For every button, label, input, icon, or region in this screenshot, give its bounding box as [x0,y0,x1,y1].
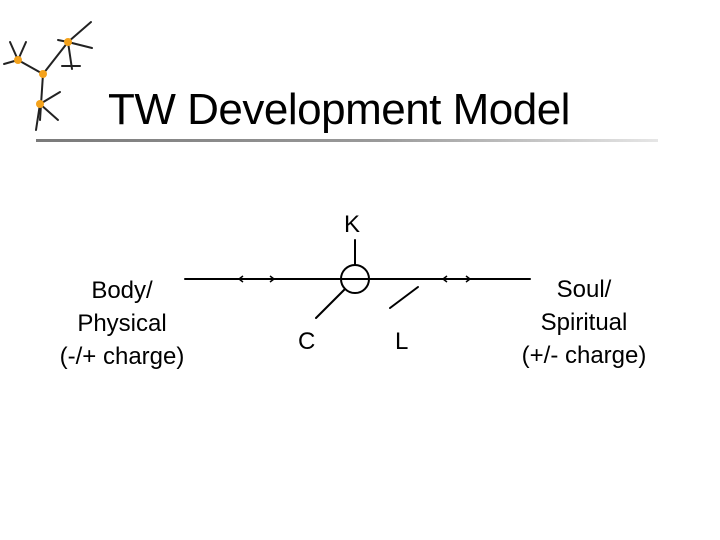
left-branch-label-c: C [298,328,316,355]
slide-title: TW Development Model [108,85,570,134]
right-arrow-mark [441,275,448,283]
left-line-3: (-/+ charge) [59,343,185,370]
left-line-2: Physical [77,310,167,337]
left-arrow-mark [237,275,244,283]
right-line-3: (+/- charge) [521,342,647,369]
top-label-k: K [344,211,361,238]
branch-logo-icon [3,21,93,131]
right-line-1: Soul/ [556,276,612,303]
left-arrow-mark-2 [269,275,276,283]
left-line-1: Body/ [91,277,153,304]
right-text-block: Soul/ Spiritual (+/- charge) [502,273,666,372]
left-branch-line [315,288,346,319]
right-branch-label-l: L [395,328,409,355]
right-arrow-mark-2 [465,275,472,283]
title-divider [36,139,658,142]
right-branch-line [389,286,419,309]
right-line-2: Spiritual [540,309,628,336]
left-text-block: Body/ Physical (-/+ charge) [42,274,202,373]
